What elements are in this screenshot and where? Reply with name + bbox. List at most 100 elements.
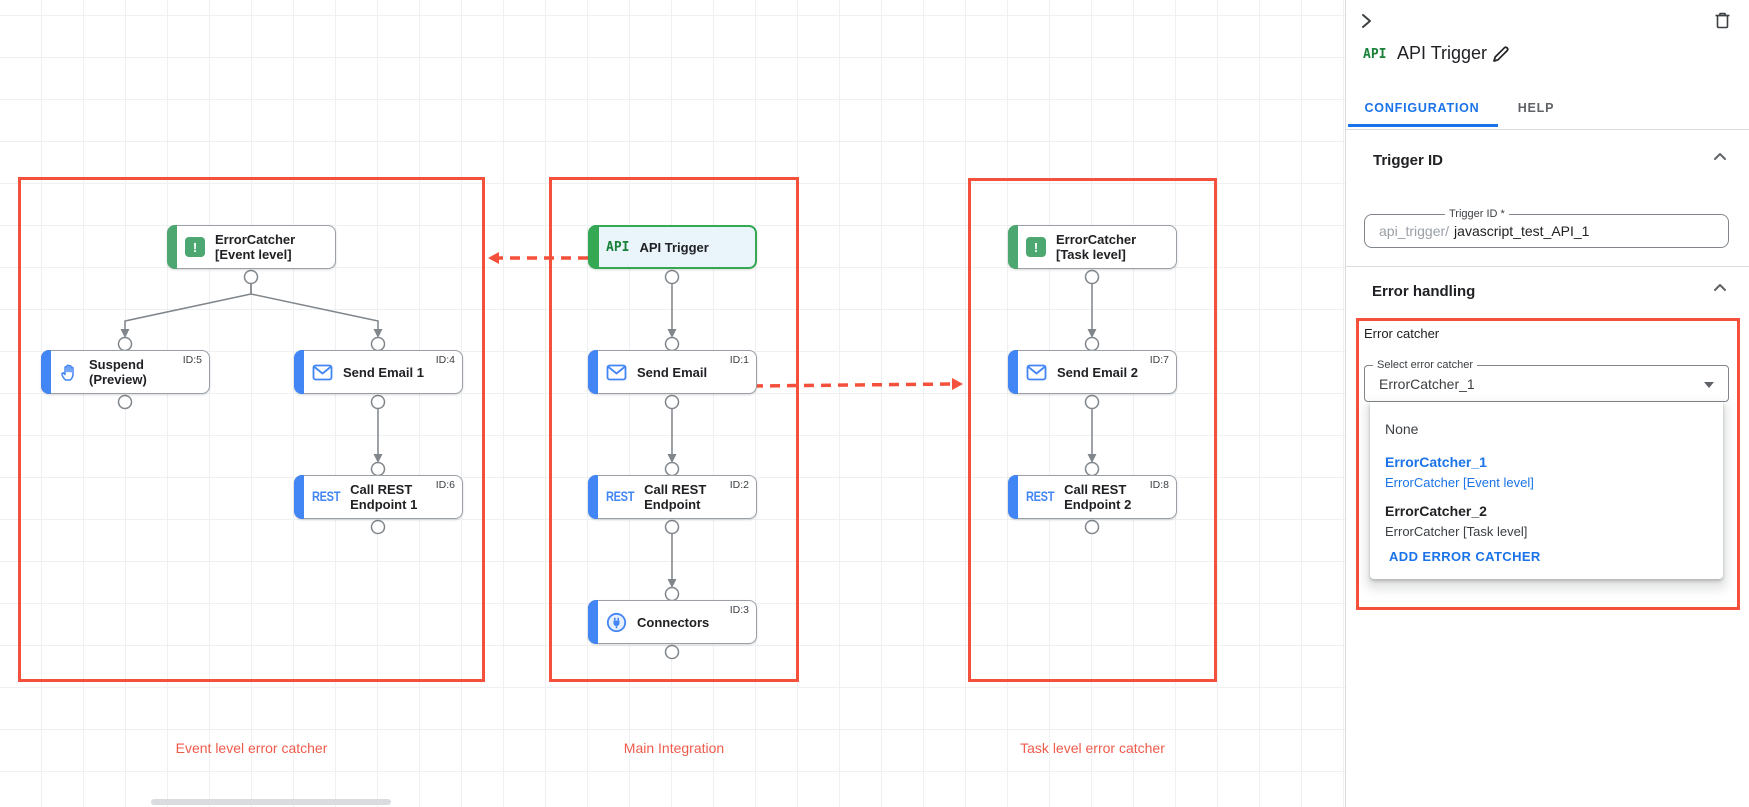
annotation-arrowhead-right — [952, 378, 963, 390]
add-error-catcher-button[interactable]: ADD ERROR CATCHER — [1389, 549, 1541, 564]
panel-divider — [1345, 0, 1346, 807]
trigger-id-value: javascript_test_API_1 — [1454, 223, 1590, 239]
group-label-event-level: Event level error catcher — [175, 740, 328, 756]
group-label-main-integration: Main Integration — [623, 740, 725, 756]
node-send-email-2[interactable]: Send Email 2 ID:7 — [1008, 350, 1177, 394]
page-title: API Trigger — [1397, 43, 1488, 63]
chevron-up-icon — [1712, 149, 1728, 168]
task-id-badge: ID:2 — [729, 479, 749, 491]
config-panel: API API Trigger CONFIGURATION HELP Trigg… — [1346, 0, 1749, 807]
task-id-badge: ID:6 — [435, 479, 455, 491]
collapse-error-handling-button[interactable] — [1708, 277, 1732, 301]
annotation-box-main-integration — [549, 177, 799, 682]
menu-item-errorcatcher-2-name[interactable]: ErrorCatcher_2 — [1385, 503, 1487, 519]
node-send-email-1[interactable]: Send Email 1 ID:4 — [294, 350, 463, 394]
task-id-badge: ID:5 — [182, 354, 202, 366]
rest-icon: REST — [606, 489, 635, 505]
node-accent-bar — [167, 225, 177, 269]
active-tab-indicator — [1348, 124, 1498, 127]
node-accent-bar — [1008, 225, 1018, 269]
node-suspend[interactable]: Suspend(Preview) ID:5 — [41, 350, 210, 394]
select-error-catcher-label: Select error catcher — [1373, 358, 1477, 372]
errorcatcher-icon: ! — [1026, 237, 1046, 257]
connectors-icon — [606, 612, 627, 633]
task-id-badge: ID:3 — [729, 604, 749, 616]
node-title: Connectors — [637, 614, 710, 630]
node-title: ErrorCatcher[Event level] — [215, 232, 296, 262]
task-id-badge: ID:8 — [1149, 479, 1169, 491]
tab-configuration[interactable]: CONFIGURATION — [1364, 100, 1480, 115]
node-title: Send Email 2 — [1057, 364, 1138, 380]
node-accent-bar — [294, 475, 304, 519]
rest-icon: REST — [312, 489, 341, 505]
annotation-box-event-level — [18, 177, 485, 682]
pencil-icon — [1491, 44, 1511, 67]
node-accent-bar — [589, 226, 599, 268]
menu-item-none[interactable]: None — [1385, 421, 1419, 437]
annotation-box-error-catcher — [1356, 318, 1740, 610]
chevron-right-icon — [1356, 11, 1376, 34]
trigger-id-field-label: Trigger ID * — [1445, 207, 1509, 221]
menu-item-errorcatcher-1-desc[interactable]: ErrorCatcher [Event level] — [1385, 475, 1534, 490]
node-connectors[interactable]: Connectors ID:3 — [588, 600, 757, 644]
mail-icon — [1026, 364, 1047, 381]
error-catcher-label: Error catcher — [1364, 326, 1440, 341]
node-accent-bar — [294, 350, 304, 394]
delete-trigger-button[interactable] — [1710, 9, 1734, 33]
node-title: ErrorCatcher[Task level] — [1056, 232, 1137, 262]
error-catcher-select[interactable]: Select error catcher ErrorCatcher_1 — [1364, 358, 1729, 402]
section-divider — [1346, 266, 1749, 267]
node-send-email[interactable]: Send Email ID:1 — [588, 350, 757, 394]
node-accent-bar — [1008, 350, 1018, 394]
trash-icon — [1713, 10, 1732, 33]
node-errorcatcher-event-level[interactable]: ! ErrorCatcher[Event level] — [167, 225, 336, 269]
collapse-panel-button[interactable] — [1354, 10, 1378, 34]
node-accent-bar — [41, 350, 51, 394]
group-label-task-level: Task level error catcher — [1020, 740, 1165, 756]
mail-icon — [606, 364, 627, 381]
edit-title-button[interactable] — [1489, 43, 1513, 67]
rest-icon: REST — [1026, 489, 1055, 505]
section-header-error-handling: Error handling — [1372, 283, 1476, 300]
horizontal-scrollbar[interactable] — [151, 799, 391, 805]
node-accent-bar — [588, 350, 598, 394]
trigger-id-prefix: api_trigger/ — [1379, 223, 1450, 239]
dropdown-caret-icon — [1704, 382, 1714, 388]
annotation-box-task-level — [968, 178, 1217, 682]
tab-help[interactable]: HELP — [1517, 100, 1555, 115]
node-api-trigger[interactable]: API API Trigger — [588, 225, 757, 269]
integration-canvas[interactable]: Event level error catcher Main Integrati… — [0, 0, 1345, 807]
task-id-badge: ID:7 — [1149, 354, 1169, 366]
chevron-up-icon — [1712, 280, 1728, 299]
node-title: Send Email — [637, 364, 708, 380]
node-accent-bar — [588, 600, 598, 644]
menu-item-errorcatcher-1-name[interactable]: ErrorCatcher_1 — [1385, 454, 1487, 470]
api-trigger-logo-icon: API — [1363, 47, 1387, 62]
trigger-id-field[interactable]: Trigger ID * api_trigger/ javascript_tes… — [1364, 207, 1729, 248]
api-trigger-icon: API — [606, 239, 630, 255]
task-id-badge: ID:1 — [729, 354, 749, 366]
node-title: API Trigger — [639, 239, 709, 255]
annotation-arrowhead-left — [488, 252, 499, 264]
errorcatcher-icon: ! — [185, 237, 205, 257]
hand-icon — [59, 362, 79, 382]
node-title: Suspend(Preview) — [89, 357, 147, 387]
task-id-badge: ID:4 — [435, 354, 455, 366]
select-value: ErrorCatcher_1 — [1379, 375, 1475, 392]
mail-icon — [312, 364, 333, 381]
node-accent-bar — [588, 475, 598, 519]
tabs-divider — [1346, 129, 1749, 130]
node-errorcatcher-task-level[interactable]: ! ErrorCatcher[Task level] — [1008, 225, 1177, 269]
collapse-trigger-id-button[interactable] — [1708, 146, 1732, 170]
node-accent-bar — [1008, 475, 1018, 519]
error-catcher-dropdown-menu: None ErrorCatcher_1 ErrorCatcher [Event … — [1370, 402, 1723, 579]
section-header-trigger-id: Trigger ID — [1373, 152, 1444, 169]
menu-item-errorcatcher-2-desc[interactable]: ErrorCatcher [Task level] — [1385, 524, 1528, 539]
